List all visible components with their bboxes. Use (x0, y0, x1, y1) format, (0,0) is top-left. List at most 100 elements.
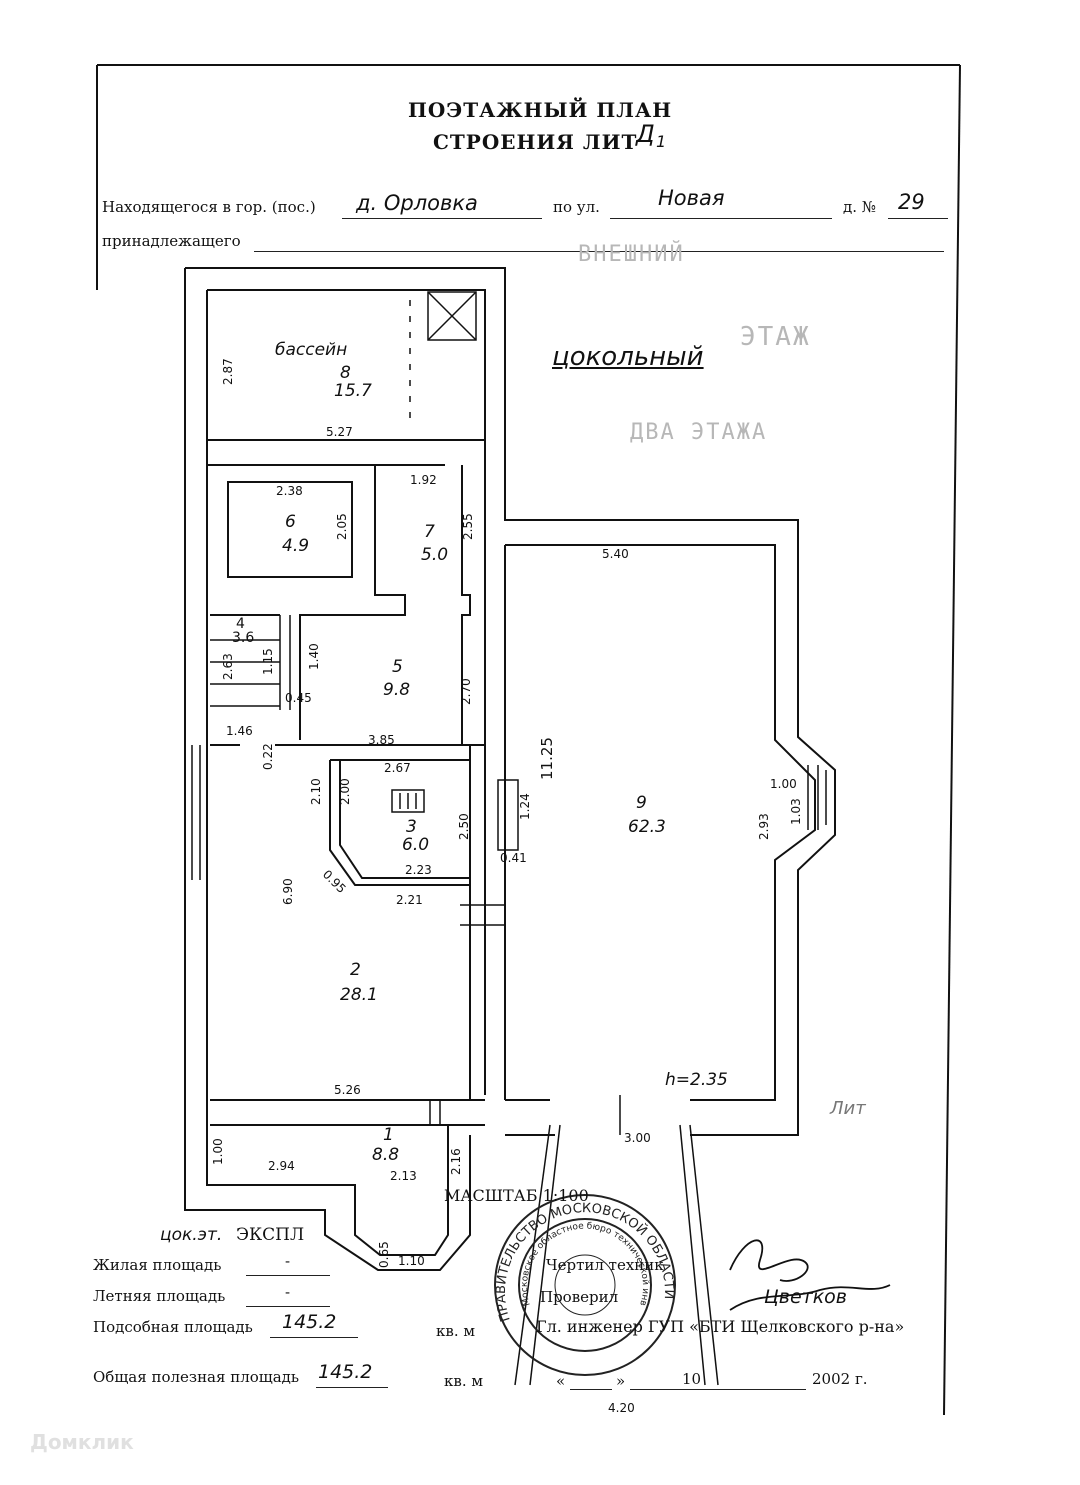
location-underline (342, 218, 542, 219)
total-area-unit: кв. м (444, 1372, 484, 1390)
room-5-area: 9.8 (383, 680, 410, 700)
dim-2-67: 2.67 (384, 761, 411, 775)
dim-2-10: 2.10 (309, 778, 323, 805)
owner-underline (254, 251, 944, 252)
dim-1-03: 1.03 (789, 798, 803, 825)
street-label: по ул. (553, 198, 600, 216)
interior-walls (207, 439, 485, 1100)
living-area-value: - (285, 1252, 291, 1270)
dim-2-16: 2.16 (449, 1148, 463, 1175)
dim-5-27: 5.27 (326, 425, 353, 439)
dim-11-25: 11.25 (538, 737, 556, 780)
room-1-area: 8.8 (372, 1145, 399, 1165)
lit-mark: Лит (830, 1098, 866, 1119)
dim-2-00: 2.00 (338, 778, 352, 805)
summer-area-label: Летняя площадь (93, 1287, 226, 1305)
house-label: д. № (843, 198, 876, 216)
utility-area-underline (270, 1337, 358, 1338)
dim-2-70: 2.70 (459, 678, 473, 705)
street-value: Новая (658, 186, 725, 210)
dimension-labels: 2.87 5.27 1.92 2.38 2.05 2.55 5.40 1.15 … (211, 358, 803, 1415)
dim-2-13: 2.13 (390, 1169, 417, 1183)
dim-0-65: 0.65 (377, 1241, 391, 1268)
total-area-value: 145.2 (318, 1361, 373, 1383)
room-9-area: 62.3 (628, 817, 666, 837)
dim-3-85: 3.85 (368, 733, 395, 747)
domclick-watermark: Домклик (30, 1430, 134, 1454)
room-2-area: 28.1 (340, 985, 378, 1005)
dim-0-22: 0.22 (261, 743, 275, 770)
dim-2-38: 2.38 (276, 484, 303, 498)
room-5-number: 5 (392, 657, 403, 677)
dim-6-90: 6.90 (281, 878, 295, 905)
faded-mark-1: ВНЕШНИЙ (578, 242, 685, 267)
total-area-label: Общая полезная площадь (93, 1368, 300, 1386)
heater-symbol (391, 789, 425, 813)
room-8-area: 15.7 (334, 381, 372, 401)
window-marks (191, 745, 827, 1125)
sheet-frame (96, 64, 961, 1416)
bti-stamp (494, 1194, 676, 1376)
dim-1-46: 1.46 (226, 724, 253, 738)
dim-2-21: 2.21 (396, 893, 423, 907)
room-3-number: 3 (406, 817, 417, 837)
faded-mark-2: ЭТАЖ (740, 322, 811, 352)
dim-2-55: 2.55 (461, 513, 475, 540)
date-year: 2002 г. (812, 1370, 868, 1388)
owner-label: принадлежащего (102, 232, 241, 250)
utility-area-label: Подсобная площадь (93, 1318, 253, 1336)
dim-2-87: 2.87 (221, 358, 235, 385)
dim-1-24: 1.24 (518, 793, 532, 820)
ceiling-height: h=2.35 (665, 1070, 728, 1090)
scale-label: МАСШТАБ 1:100 (444, 1186, 589, 1205)
vent-shaft (409, 291, 477, 420)
checked-by-label: Проверил (540, 1288, 619, 1306)
floor-label: цокольный (552, 342, 704, 372)
dim-2-50: 2.50 (457, 813, 471, 840)
room-8-number: 8 (340, 363, 351, 383)
room-6-number: 6 (285, 512, 296, 532)
dim-0-41: 0.41 (500, 851, 527, 865)
dim-2-05: 2.05 (335, 513, 349, 540)
room-7-number: 7 (424, 522, 435, 542)
plan-title-line1: ПОЭТАЖНЫЙ ПЛАН (408, 98, 673, 122)
location-label: Находящегося в гор. (пос.) (102, 198, 316, 216)
house-underline (888, 218, 948, 219)
signature-scribble (729, 1239, 891, 1311)
summer-area-underline (246, 1306, 330, 1307)
street-underline (610, 218, 832, 219)
dim-1-00-right: 1.00 (770, 777, 797, 791)
faded-mark-3: ДВА ЭТАЖА (630, 420, 768, 445)
date-month: 10 (682, 1370, 702, 1388)
room-3-area: 6.0 (402, 835, 429, 855)
drafted-by-label: Чертил техник (546, 1256, 664, 1274)
signer-name: Цветков (764, 1286, 848, 1308)
room-8-name: бассейн (275, 340, 347, 360)
lit-index: 1 (656, 132, 667, 151)
room-4-number: 4 (236, 616, 245, 632)
dim-5-26: 5.26 (334, 1083, 361, 1097)
entrance-steps (514, 1095, 719, 1386)
room-6-area: 4.9 (282, 536, 309, 556)
living-area-underline (246, 1275, 330, 1276)
date-quote-close: » (616, 1372, 626, 1390)
explication-prefix: цок.эт. (160, 1225, 223, 1245)
date-month-underline (630, 1389, 806, 1390)
dim-4-20: 4.20 (608, 1401, 635, 1415)
lit-letter: Д (636, 120, 655, 148)
room-4-area: 3.6 (232, 630, 254, 646)
dim-3-00: 3.00 (624, 1131, 651, 1145)
dim-2-63: 2.63 (221, 653, 235, 680)
dim-1-92: 1.92 (410, 473, 437, 487)
date-day-underline (570, 1389, 612, 1390)
dim-2-94: 2.94 (268, 1159, 295, 1173)
room-labels: бассейн 8 15.7 6 4.9 7 5.0 4 3.6 5 9.8 3… (232, 340, 728, 1165)
plan-title-line2: СТРОЕНИЯ ЛИТ (433, 130, 638, 154)
utility-area-unit: кв. м (436, 1322, 476, 1340)
chief-engineer-label: Гл. инженер ГУП «БТИ Щелковского р-на» (536, 1317, 905, 1336)
dim-2-23: 2.23 (405, 863, 432, 877)
dim-2-93: 2.93 (757, 813, 771, 840)
dim-5-40: 5.40 (602, 547, 629, 561)
